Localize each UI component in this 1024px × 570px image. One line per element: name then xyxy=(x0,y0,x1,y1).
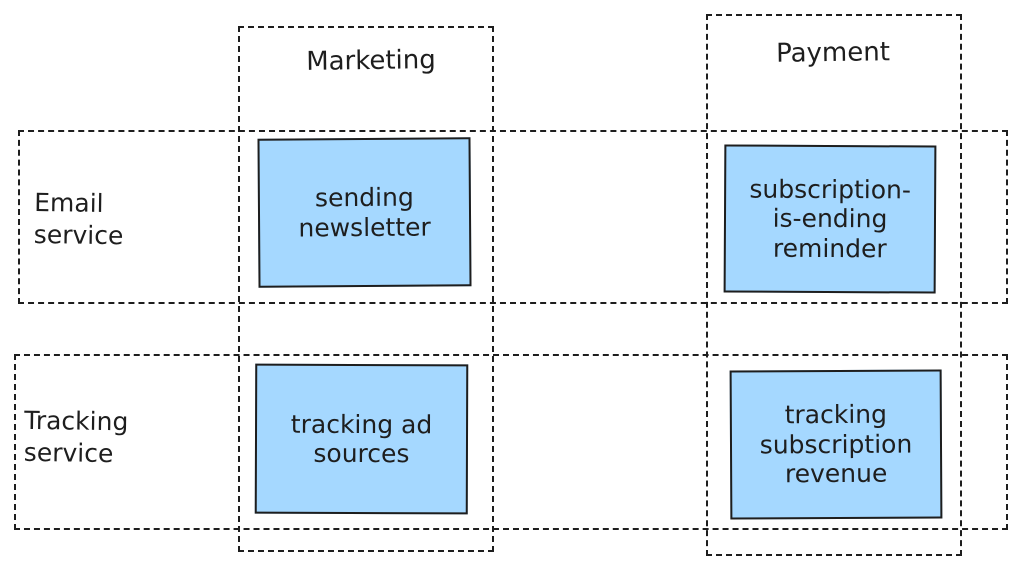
tracking-service-row-label: Tracking service xyxy=(23,405,129,469)
tracking-ad-sources-card: tracking ad sources xyxy=(254,363,469,515)
email-service-row-boundary xyxy=(18,130,1008,304)
tracking-subscription-revenue-card: tracking subscription revenue xyxy=(729,369,943,520)
sending-newsletter-card: sending newsletter xyxy=(257,137,472,288)
subscription-ending-reminder-card: subscription- is-ending reminder xyxy=(723,144,937,294)
email-service-row-label: Email service xyxy=(33,187,124,251)
tracking-service-row-boundary xyxy=(14,354,1008,530)
marketing-column-boundary xyxy=(238,26,494,552)
payment-column-label: Payment xyxy=(775,37,891,69)
payment-column-boundary xyxy=(706,14,962,556)
marketing-column-label: Marketing xyxy=(306,45,436,77)
